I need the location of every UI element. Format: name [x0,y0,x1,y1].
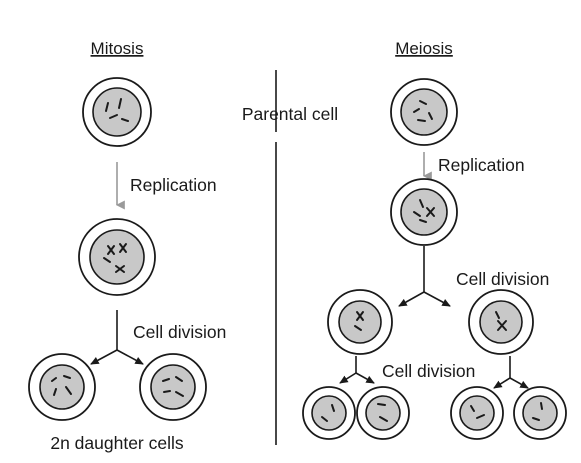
mitosis-result-label: 2n daughter cells [50,433,184,453]
meiosis-first-division-fork [398,246,451,307]
meiosis-haploid-cell [513,386,567,440]
parental-cell-label: Parental cell [242,104,338,124]
meiosis-second-division-label: Cell division [382,361,475,381]
mitosis-division-fork [90,310,144,365]
meiosis-second-division-fork-right [493,356,529,389]
mitosis-parent-cell [82,77,152,147]
meiosis-first-division-label: Cell division [456,269,549,289]
meiosis-haploid-cell [356,386,410,440]
mitosis-replicated-cell [78,218,156,296]
meiosis-intermediate-cell [468,289,534,355]
meiosis-replication-label: Replication [438,155,525,175]
mitosis-replication-label: Replication [130,175,217,195]
mitosis-daughter-cell [28,353,96,421]
mitosis-heading: Mitosis [91,39,144,58]
mitosis-division-label: Cell division [133,322,226,342]
meiosis-second-division-fork-left [339,356,375,384]
meiosis-replicated-cell [390,178,458,246]
meiosis-haploid-cell [450,386,504,440]
mitosis-daughter-cell [139,353,207,421]
meiosis-heading: Meiosis [395,39,453,58]
meiosis-intermediate-cell [327,289,393,355]
meiosis-haploid-cell [302,386,356,440]
meiosis-parent-cell [390,78,458,146]
